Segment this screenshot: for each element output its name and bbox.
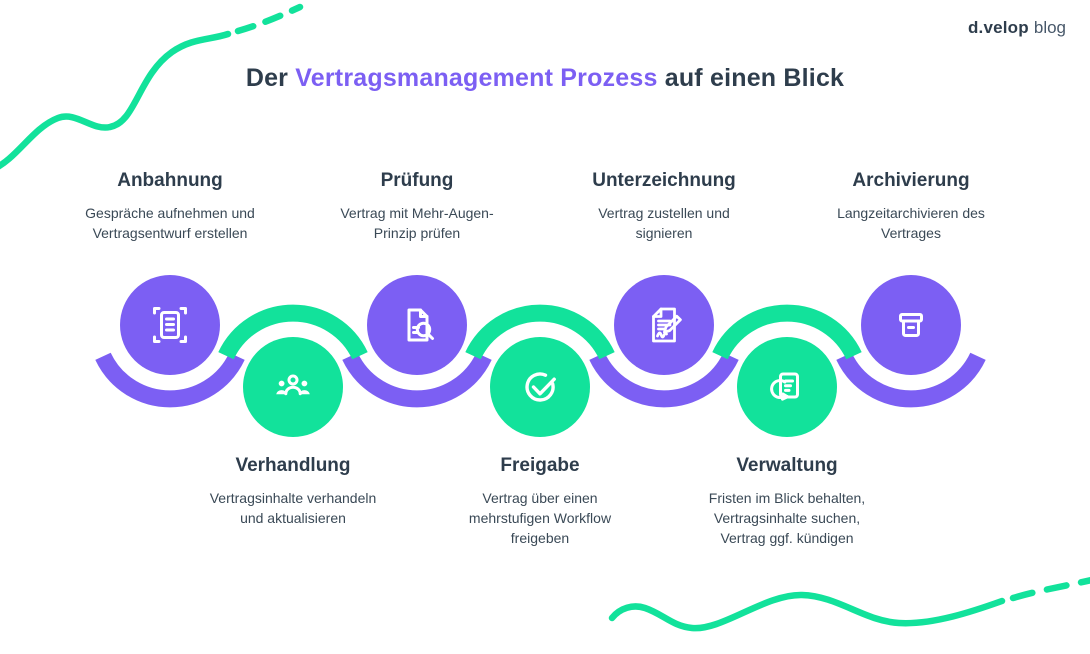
step-title: Anbahnung bbox=[117, 170, 223, 191]
title-highlight: Vertragsmanagement Prozess bbox=[295, 64, 658, 92]
step-text-verhandlung: Verhandlung Vertragsinhalte verhandeln u… bbox=[183, 455, 403, 528]
step-circle-freigabe bbox=[490, 337, 590, 437]
step-title: Prüfung bbox=[380, 170, 454, 191]
step-circle-pruefung bbox=[367, 275, 467, 375]
logo-suffix: blog bbox=[1033, 18, 1066, 37]
document-refresh-icon bbox=[770, 372, 799, 401]
step-title: Verwaltung bbox=[736, 455, 838, 476]
approve-check-icon bbox=[525, 372, 556, 402]
scan-document-icon bbox=[153, 307, 187, 343]
step-text-unterzeichnung: Unterzeichnung Vertrag zustellen und sig… bbox=[554, 170, 774, 243]
step-text-verwaltung: Verwaltung Fristen im Blick behalten, Ve… bbox=[677, 455, 897, 548]
step-description: Langzeitarchivieren des Vertrages bbox=[837, 205, 985, 242]
sign-contract-icon bbox=[652, 307, 682, 343]
step-title: Unterzeichnung bbox=[592, 170, 736, 191]
step-description: Vertrag mit Mehr-Augen- Prinzip prüfen bbox=[340, 205, 494, 242]
title-prefix: Der bbox=[245, 64, 296, 92]
step-description: Gespräche aufnehmen und Vertragsentwurf … bbox=[85, 205, 255, 242]
archive-box-icon bbox=[899, 313, 923, 337]
green-squiggle-top-left bbox=[0, 30, 232, 170]
step-description: Fristen im Blick behalten, Vertragsinhal… bbox=[708, 490, 866, 547]
step-circle-anbahnung bbox=[120, 275, 220, 375]
step-circle-archivierung bbox=[861, 275, 961, 375]
step-title: Archivierung bbox=[852, 170, 970, 191]
step-circle-unterzeichnung bbox=[614, 275, 714, 375]
step-text-anbahnung: Anbahnung Gespräche aufnehmen und Vertra… bbox=[60, 170, 280, 243]
step-text-archivierung: Archivierung Langzeitarchivieren des Ver… bbox=[801, 170, 1021, 243]
page-title: Der Vertragsmanagement Prozess auf einen… bbox=[0, 64, 1090, 93]
step-title: Freigabe bbox=[500, 455, 580, 476]
step-circle-verwaltung bbox=[737, 337, 837, 437]
logo-brand: d.velop bbox=[967, 18, 1029, 37]
green-squiggle-bottom-right bbox=[608, 591, 1006, 632]
step-text-freigabe: Freigabe Vertrag über einen mehrstufigen… bbox=[430, 455, 650, 548]
green-squiggle-top-left-dashed bbox=[234, 3, 304, 35]
step-description: Vertrag über einen mehrstufigen Workflow… bbox=[468, 490, 612, 547]
title-suffix: auf einen Blick bbox=[657, 64, 845, 92]
step-title: Verhandlung bbox=[235, 455, 351, 476]
document-search-icon bbox=[407, 308, 434, 342]
step-circle-verhandlung bbox=[243, 337, 343, 437]
step-text-pruefung: Prüfung Vertrag mit Mehr-Augen- Prinzip … bbox=[307, 170, 527, 243]
green-squiggle-bottom-right-dashed bbox=[1009, 577, 1090, 602]
step-description: Vertrag zustellen und signieren bbox=[598, 205, 730, 242]
step-description: Vertragsinhalte verhandeln und aktualisi… bbox=[209, 490, 377, 527]
team-icon bbox=[276, 374, 310, 396]
